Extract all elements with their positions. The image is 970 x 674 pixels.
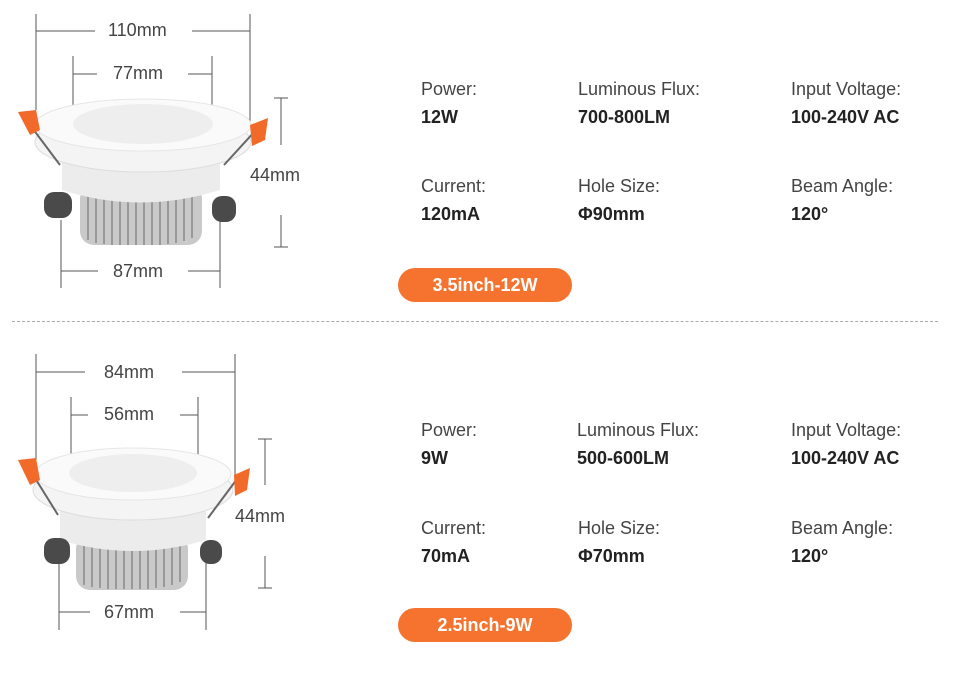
spec-power: Power: 9W	[421, 420, 478, 468]
spec-current: Current: 70mA	[421, 518, 487, 566]
model-badge: 2.5inch-9W	[398, 608, 572, 642]
inner-diameter-label: 77mm	[109, 63, 168, 83]
spec-beam-angle: Beam Angle: 120°	[791, 518, 894, 566]
product-section-12w: 110mm 77mm 44mm 87mm Power: 12W Luminous…	[0, 0, 970, 320]
bottom-diameter-label: 67mm	[100, 602, 159, 622]
spec-luminous-flux: Luminous Flux: 500-600LM	[577, 420, 700, 468]
model-badge: 3.5inch-12W	[398, 268, 572, 302]
spec-input-voltage: Input Voltage: 100-240V AC	[791, 79, 902, 127]
spec-current: Current: 120mA	[421, 176, 487, 224]
spec-luminous-flux: Luminous Flux: 700-800LM	[578, 79, 701, 127]
downlight-dimension-diagram: 110mm 77mm 44mm 87mm	[0, 0, 340, 320]
spec-power: Power: 12W	[421, 79, 478, 127]
bottom-diameter-label: 87mm	[109, 261, 168, 281]
spec-hole-size: Hole Size: Φ70mm	[578, 518, 661, 566]
height-label: 44mm	[246, 165, 305, 185]
spec-input-voltage: Input Voltage: 100-240V AC	[791, 420, 902, 468]
downlight-product-icon	[18, 14, 288, 288]
inner-diameter-label: 56mm	[100, 404, 159, 424]
height-label: 44mm	[231, 506, 290, 526]
outer-diameter-label: 110mm	[104, 20, 171, 40]
downlight-product-icon	[18, 354, 272, 630]
product-section-9w: 84mm 56mm 44mm 67mm Power: 9W Luminous F…	[0, 340, 970, 674]
downlight-dimension-diagram: 84mm 56mm 44mm 67mm	[0, 340, 340, 660]
spec-beam-angle: Beam Angle: 120°	[791, 176, 894, 224]
spec-hole-size: Hole Size: Φ90mm	[578, 176, 661, 224]
outer-diameter-label: 84mm	[100, 362, 159, 382]
section-divider	[12, 321, 938, 322]
